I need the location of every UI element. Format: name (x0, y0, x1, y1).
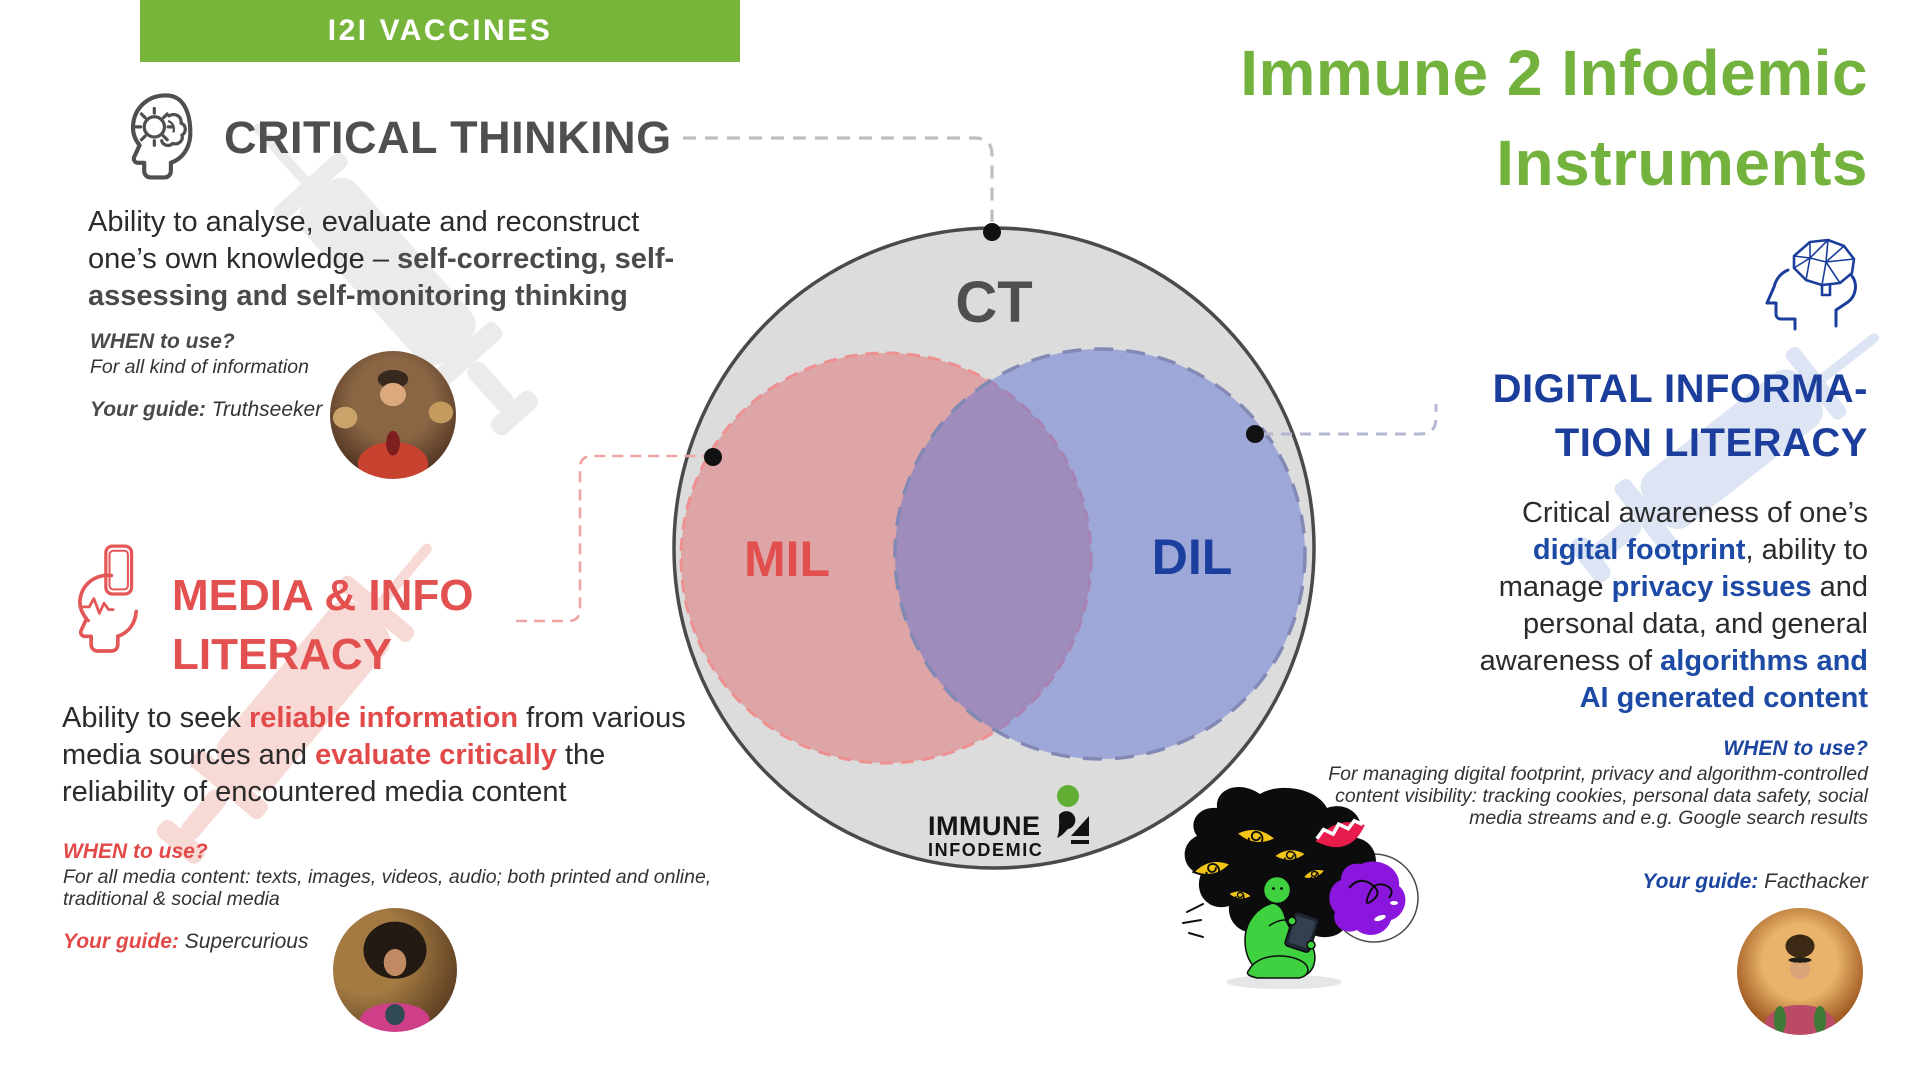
ct-connector-dot (983, 223, 1001, 241)
mil-desc-seg4: evaluate critically (315, 739, 557, 771)
immune-infodemic-logo: IMMUNE INFODEMIC (928, 784, 1091, 860)
page-title: Immune 2 Infodemic Instruments (1240, 28, 1868, 208)
truthseeker-avatar (330, 351, 456, 479)
media-info-literacy-icon (78, 544, 139, 653)
banner: I2I VACCINES (140, 0, 740, 62)
dil-connector-dot (1246, 425, 1264, 443)
dil-guide: Your guide: Facthacker (1468, 870, 1868, 894)
logo-text: IMMUNE INFODEMIC (928, 811, 1044, 861)
logo-2-mark (1057, 785, 1090, 844)
supercurious-avatar (333, 908, 457, 1032)
venn-ct-label: CT (955, 270, 1032, 335)
banner-label: I2I VACCINES (327, 14, 553, 47)
mil-connector-line (516, 454, 704, 623)
mil-connector-dot (704, 448, 722, 466)
dil-desc-seg2: digital footprint (1532, 534, 1746, 566)
dil-desc-seg5: and personal data, and general awareness… (1479, 571, 1868, 677)
mil-heading-line1: MEDIA & INFO (172, 571, 474, 620)
ct-desc-bold: self-correcting, self-assessing and self… (88, 243, 675, 312)
mil-desc-seg2: reliable information (248, 702, 519, 734)
ct-when-label: WHEN to use? (90, 330, 235, 353)
ct-when-text: For all kind of information (90, 356, 309, 378)
mil-when-text: For all media content: texts, images, vi… (63, 866, 712, 910)
mil-when-label: WHEN to use? (63, 840, 208, 863)
critical-thinking-heading: CRITICAL THINKING (224, 112, 672, 163)
venn-mil-label: MIL (744, 531, 830, 587)
dil-desc-seg4: privacy issues (1611, 571, 1812, 603)
ct-guide-name: Truthseeker (205, 398, 323, 421)
dil-guide-name: Facthacker (1758, 870, 1868, 893)
digital-info-literacy-description: Critical awareness of one’s digital foot… (1468, 495, 1868, 717)
infodemic-monster-illustration (1182, 786, 1419, 989)
logo-line2: INFODEMIC (928, 840, 1044, 860)
mil-desc-seg1: Ability to seek (62, 702, 249, 734)
mil-guide-label: Your guide: (63, 930, 179, 953)
critical-thinking-icon (130, 93, 193, 180)
ct-connector-line (683, 136, 994, 222)
dil-connector-line (1262, 404, 1438, 436)
logo-line1: IMMUNE (928, 811, 1041, 841)
ct-guide: Your guide: Truthseeker (90, 398, 322, 422)
facthacker-avatar (1737, 908, 1863, 1035)
critical-thinking-description: Ability to analyse, evaluate and reconst… (88, 204, 688, 315)
dil-when-label: WHEN to use? (1723, 737, 1868, 760)
media-info-literacy-description: Ability to seek reliable information fro… (62, 700, 707, 811)
monster-blob (1184, 786, 1376, 942)
mil-guide-name: Supercurious (178, 930, 309, 953)
dil-desc-seg1: Critical awareness of one’s (1521, 497, 1868, 529)
dil-heading-line1: DIGITAL INFORMA- (1492, 367, 1868, 411)
digital-info-literacy-heading: DIGITAL INFORMA- TION LITERACY (1493, 362, 1868, 470)
green-person (1244, 868, 1320, 979)
ct-desc-plain: Ability to analyse, evaluate and reconst… (88, 206, 640, 275)
mil-desc-seg3: from various media sources and (62, 702, 686, 771)
dil-circle (893, 347, 1307, 761)
page-title-line2: Instruments (1496, 127, 1868, 199)
mil-desc-seg5: the reliability of encountered media con… (62, 739, 606, 808)
dil-when-text: For managing digital footprint, privacy … (1328, 763, 1868, 829)
page-title-line1: Immune 2 Infodemic (1240, 37, 1868, 109)
dil-heading-line2: TION LITERACY (1554, 421, 1868, 465)
venn-dil-label: DIL (1152, 529, 1233, 585)
mil-heading-line2: LITERACY (172, 630, 392, 679)
dil-guide-label: Your guide: (1642, 870, 1759, 893)
dil-desc-seg3: , ability to manage (1498, 534, 1868, 603)
mil-guide: Your guide: Supercurious (63, 930, 308, 954)
media-info-literacy-heading: MEDIA & INFO LITERACY (172, 566, 473, 684)
ct-guide-label: Your guide: (90, 398, 206, 421)
monster-eyes (1191, 827, 1326, 902)
dil-desc-seg6: algorithms and AI generated content (1579, 645, 1868, 714)
digital-info-literacy-icon (1765, 238, 1857, 331)
